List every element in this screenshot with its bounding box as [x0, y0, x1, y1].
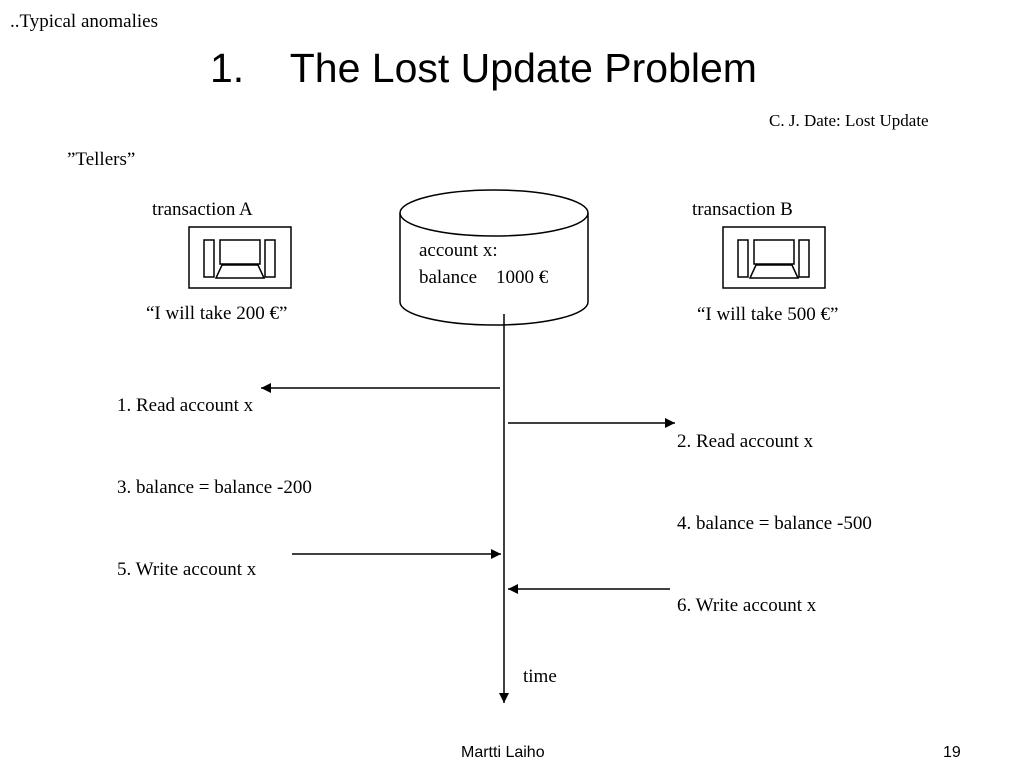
database-balance-label: balance 1000 € — [419, 267, 549, 288]
step-1-label: 1. Read account x — [117, 395, 254, 416]
footer-author: Martti Laiho — [461, 744, 545, 761]
database-cylinder — [399, 189, 589, 326]
step-4-label: 4. balance = balance -500 — [677, 513, 872, 534]
slide-number: 19 — [943, 744, 961, 761]
section-label: ..Typical anomalies — [10, 11, 158, 32]
step-5-label: 5. Write account x — [117, 559, 257, 580]
transaction-b-label: transaction B — [692, 199, 793, 220]
time-axis-label: time — [523, 666, 557, 687]
transaction-b-computer-icon — [722, 226, 826, 289]
database-account-label: account x: — [419, 240, 498, 261]
step-2-label: 2. Read account x — [677, 431, 814, 452]
transaction-b-quote: “I will take 500 €” — [697, 304, 839, 325]
step-6-label: 6. Write account x — [677, 595, 817, 616]
reference-citation: C. J. Date: Lost Update — [769, 111, 929, 130]
transaction-a-computer-icon — [188, 226, 292, 289]
step-3-label: 3. balance = balance -200 — [117, 477, 312, 498]
transaction-a-label: transaction A — [152, 199, 253, 220]
page-title: 1. The Lost Update Problem — [210, 45, 757, 91]
transaction-a-quote: “I will take 200 €” — [146, 303, 288, 324]
tellers-label: ”Tellers” — [67, 149, 136, 170]
